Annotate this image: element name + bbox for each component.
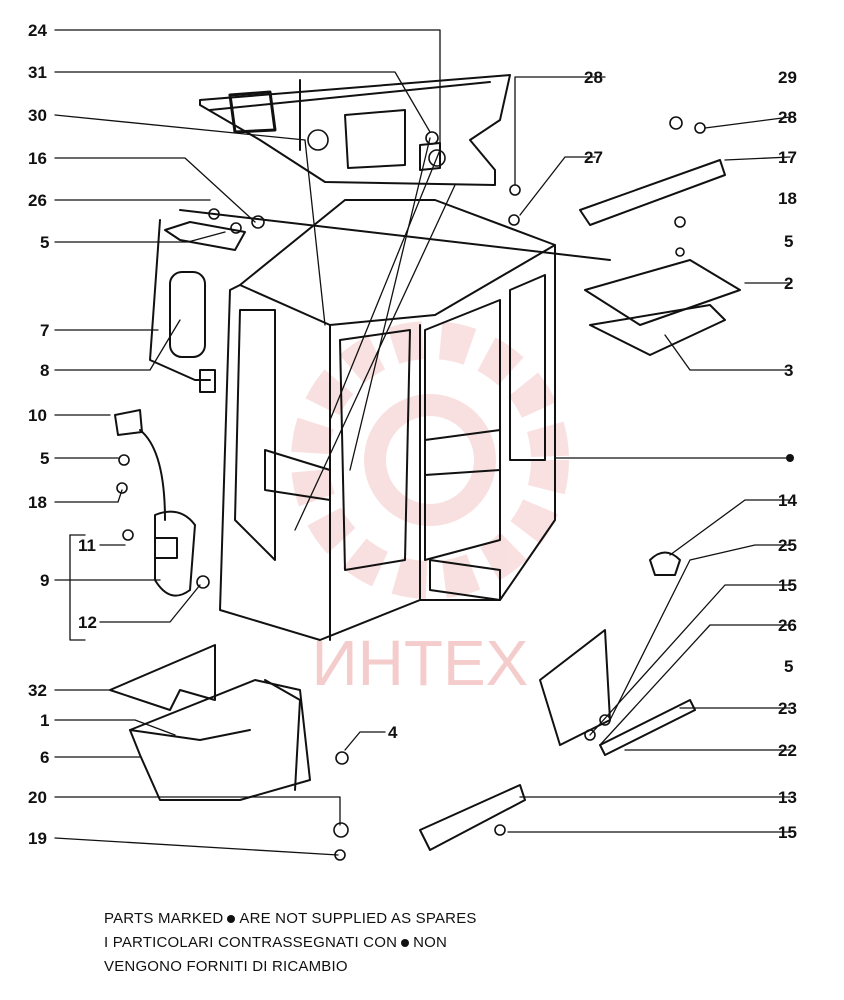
mirror-assembly-lower — [114, 409, 196, 597]
label-28: 28 — [778, 108, 797, 127]
label-18: 18 — [778, 189, 797, 208]
label-16: 16 — [28, 149, 47, 168]
label-9: 9 — [40, 571, 49, 590]
label-8: 8 — [40, 361, 49, 380]
label-5: 5 — [40, 449, 49, 468]
label-14: 14 — [778, 491, 797, 510]
label-30: 30 — [28, 106, 47, 125]
mirror-assembly-left — [149, 219, 246, 393]
cab-frame — [219, 199, 556, 641]
label-5: 5 — [784, 232, 793, 251]
fender-parts — [109, 644, 311, 801]
label-11: 11 — [78, 536, 96, 555]
label-10: 10 — [28, 406, 47, 425]
label-15: 15 — [778, 576, 797, 595]
label-23: 23 — [778, 699, 797, 718]
watermark-text: ИНТЕХ — [312, 627, 529, 699]
label-2: 2 — [784, 274, 793, 293]
label-31: 31 — [28, 63, 47, 82]
label-26: 26 — [28, 191, 47, 210]
label-15: 15 — [778, 823, 797, 842]
watermark-gear-logo — [291, 321, 569, 599]
label-29: 29 — [778, 68, 797, 87]
note-line-2: I PARTICOLARI CONTRASSEGNATI CON NON — [104, 934, 447, 951]
label-25: 25 — [778, 536, 797, 555]
label-13: 13 — [778, 788, 797, 807]
label-28: 28 — [584, 68, 603, 87]
not-supplied-marker — [786, 454, 794, 462]
label-5: 5 — [784, 657, 793, 676]
label-4: 4 — [388, 723, 398, 742]
label-22: 22 — [778, 741, 797, 760]
label-19: 19 — [28, 829, 47, 848]
label-7: 7 — [40, 321, 49, 340]
note-line-2-b: NON — [413, 934, 448, 951]
label-12: 12 — [78, 613, 97, 632]
label-32: 32 — [28, 681, 47, 700]
label-27: 27 — [584, 148, 603, 167]
label-1: 1 — [40, 711, 49, 730]
roof-section — [199, 74, 511, 186]
note-line-1: PARTS MARKED ARE NOT SUPPLIED AS SPARES — [104, 910, 477, 927]
label-5: 5 — [40, 233, 49, 252]
label-20: 20 — [28, 788, 47, 807]
label-26: 26 — [778, 616, 797, 635]
label-3: 3 — [784, 361, 793, 380]
leader-lines — [54, 29, 791, 856]
note-line-2-a: I PARTICOLARI CONTRASSEGNATI CON — [104, 934, 398, 951]
label-18: 18 — [28, 493, 47, 512]
note-line-3: VENGONO FORNITI DI RICAMBIO — [104, 958, 348, 975]
note-line-1-a: PARTS MARKED — [104, 910, 224, 927]
bullet-marker-icon — [401, 938, 410, 947]
part-labels: 24 31 30 16 26 5 7 8 10 5 18 11 9 12 32 … — [28, 21, 797, 848]
note-line-1-b: ARE NOT SUPPLIED AS SPARES — [239, 910, 477, 927]
bullet-marker-icon — [227, 914, 236, 923]
label-24: 24 — [28, 21, 47, 40]
label-6: 6 — [40, 748, 49, 767]
label-17: 17 — [778, 148, 797, 167]
